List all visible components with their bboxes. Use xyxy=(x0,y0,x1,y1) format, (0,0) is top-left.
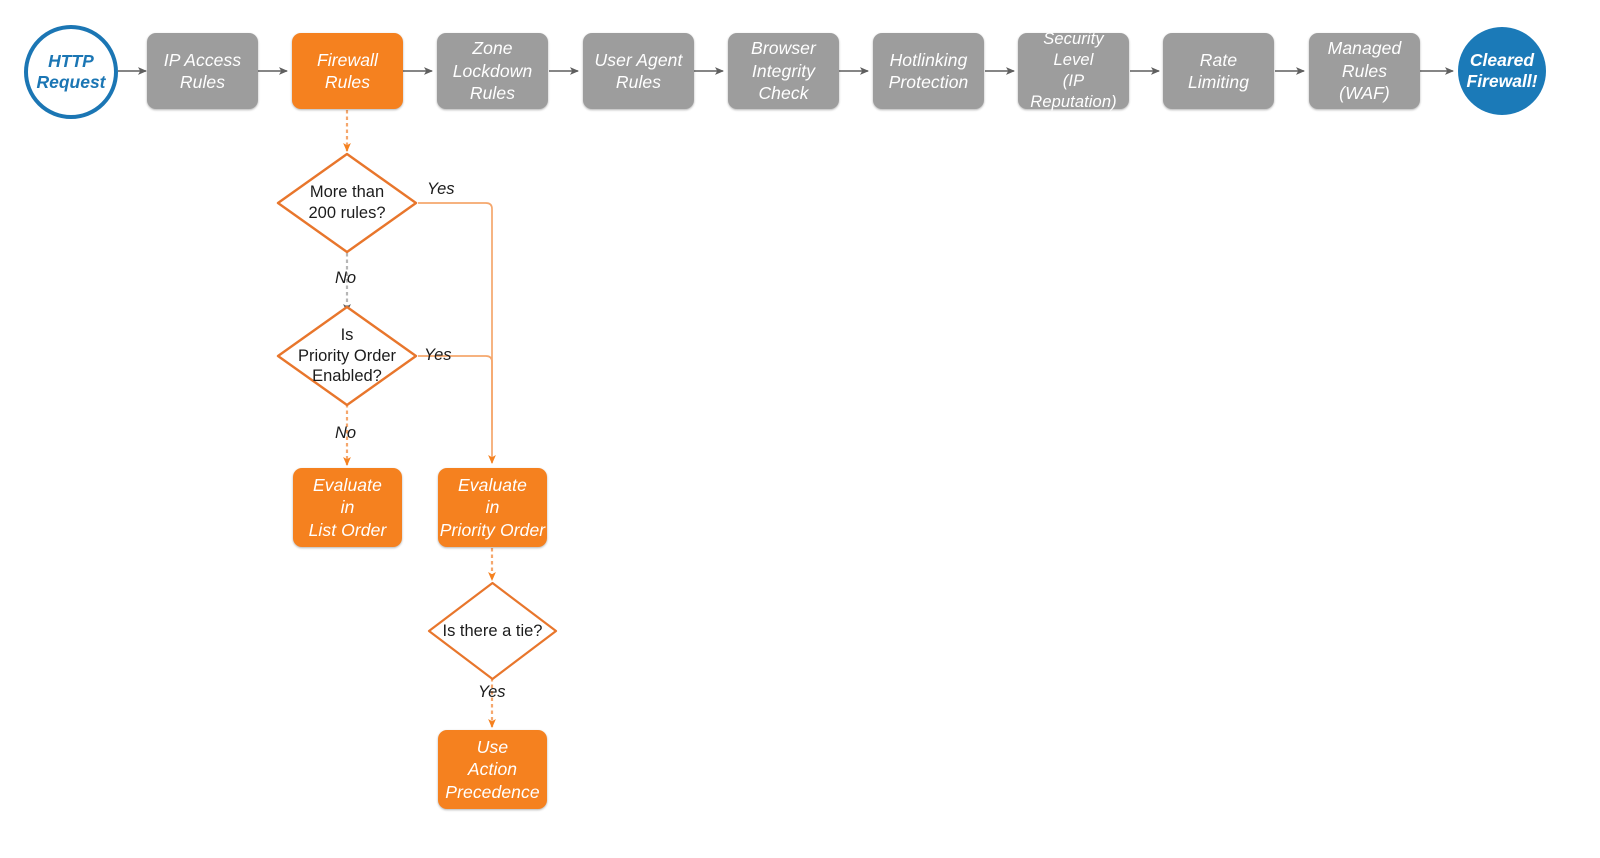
diamond-shape xyxy=(276,152,418,254)
node-evaluate-list-order[interactable]: Evaluate in List Order xyxy=(293,468,402,547)
node-cleared-firewall[interactable]: Cleared Firewall! xyxy=(1458,27,1546,115)
node-firewall-rules[interactable]: Firewall Rules xyxy=(292,33,403,109)
node-managed-rules-waf[interactable]: Managed Rules (WAF) xyxy=(1309,33,1420,109)
node-use-action-precedence-label: Use Action Precedence xyxy=(445,736,540,802)
node-ip-access-rules[interactable]: IP Access Rules xyxy=(147,33,258,109)
edge-decision2-yes xyxy=(418,355,493,430)
diamond-shape xyxy=(276,305,418,407)
node-security-level-label: Security Level (IP Reputation) xyxy=(1030,29,1117,112)
node-browser-integrity-check[interactable]: Browser Integrity Check xyxy=(728,33,839,109)
decision-more-than-200-rules[interactable]: More than 200 rules? xyxy=(276,152,418,254)
node-user-agent-rules[interactable]: User Agent Rules xyxy=(583,33,694,109)
node-cleared-firewall-label: Cleared Firewall! xyxy=(1466,50,1538,91)
decision-is-there-a-tie[interactable]: Is there a tie? xyxy=(427,581,558,681)
node-use-action-precedence[interactable]: Use Action Precedence xyxy=(438,730,547,809)
node-user-agent-rules-label: User Agent Rules xyxy=(594,49,683,92)
node-managed-rules-waf-label: Managed Rules (WAF) xyxy=(1327,38,1402,104)
node-evaluate-priority-order[interactable]: Evaluate in Priority Order xyxy=(438,468,547,547)
node-security-level[interactable]: Security Level (IP Reputation) xyxy=(1018,30,1129,111)
node-rate-limiting-label: Rate Limiting xyxy=(1187,49,1250,92)
edge-label-yes-200: Yes xyxy=(427,180,455,198)
edge-decision1-yes xyxy=(418,202,496,464)
node-http-request-label: HTTP Request xyxy=(36,51,106,92)
node-browser-integrity-check-label: Browser Integrity Check xyxy=(751,38,816,104)
node-evaluate-priority-order-label: Evaluate in Priority Order xyxy=(439,474,546,540)
node-hotlinking-protection-label: Hotlinking Protection xyxy=(888,49,969,92)
diamond-shape xyxy=(427,581,558,681)
node-rate-limiting[interactable]: Rate Limiting xyxy=(1163,33,1274,109)
node-zone-lockdown-rules-label: Zone Lockdown Rules xyxy=(452,38,533,104)
edge-label-no-200: No xyxy=(335,269,357,287)
decision-priority-order-enabled-label: Is Priority Order Enabled? xyxy=(297,325,397,386)
edge-label-yes-tie: Yes xyxy=(478,683,506,701)
edge-label-no-priority: No xyxy=(335,424,357,442)
node-zone-lockdown-rules[interactable]: Zone Lockdown Rules xyxy=(437,33,548,109)
node-evaluate-list-order-label: Evaluate in List Order xyxy=(308,474,387,540)
node-ip-access-rules-label: IP Access Rules xyxy=(163,49,242,92)
decision-is-there-a-tie-label: Is there a tie? xyxy=(442,621,543,640)
node-firewall-rules-label: Firewall Rules xyxy=(316,49,379,92)
node-http-request[interactable]: HTTP Request xyxy=(24,25,118,119)
decision-priority-order-enabled[interactable]: Is Priority Order Enabled? xyxy=(276,305,418,407)
node-hotlinking-protection[interactable]: Hotlinking Protection xyxy=(873,33,984,109)
decision-more-than-200-rules-label: More than 200 rules? xyxy=(308,183,386,222)
edge-label-yes-priority: Yes xyxy=(424,346,452,364)
